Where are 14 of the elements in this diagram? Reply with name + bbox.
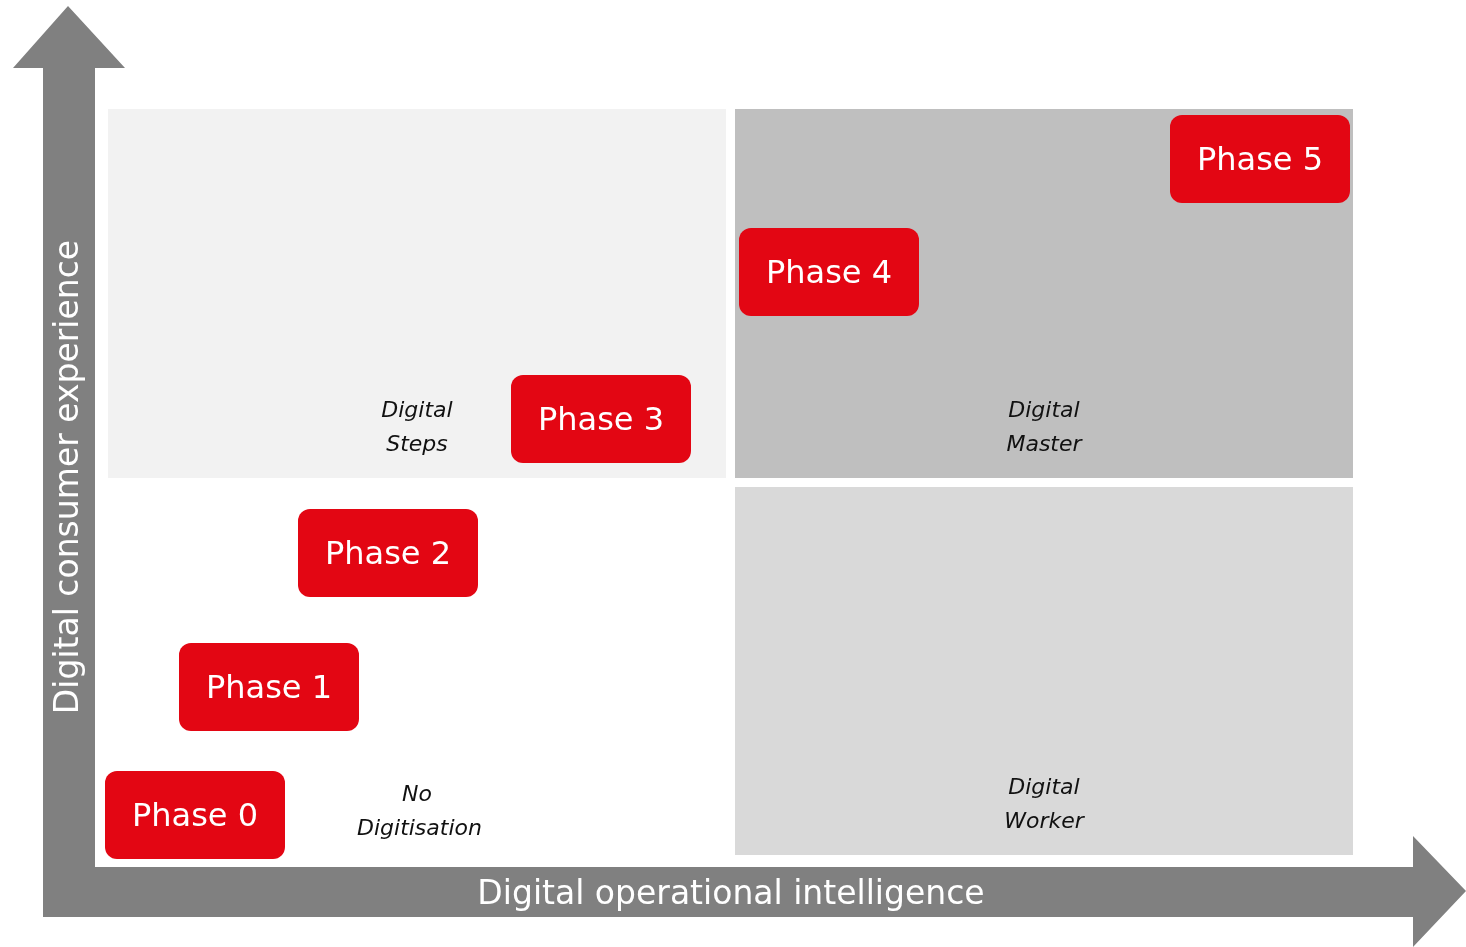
phase-box: Phase 1: [179, 643, 359, 731]
quadrant-panel: [108, 109, 726, 478]
phase-box: Phase 0: [105, 771, 285, 859]
quadrant-label: Digital Master: [1005, 396, 1084, 458]
quadrant-panel: [735, 487, 1353, 855]
quadrant-label: Digital Worker: [1003, 773, 1086, 835]
phase-box: Phase 3: [511, 375, 691, 463]
quadrant-label: Digital Steps: [380, 396, 454, 458]
axis-title: Digital consumer experience: [46, 239, 86, 715]
phase-box: Phase 4: [739, 228, 919, 316]
quadrant-panel: [735, 109, 1353, 478]
phase-box: Phase 5: [1170, 115, 1350, 203]
axis-title: Digital operational intelligence: [477, 872, 985, 912]
phase-box: Phase 2: [298, 509, 478, 597]
